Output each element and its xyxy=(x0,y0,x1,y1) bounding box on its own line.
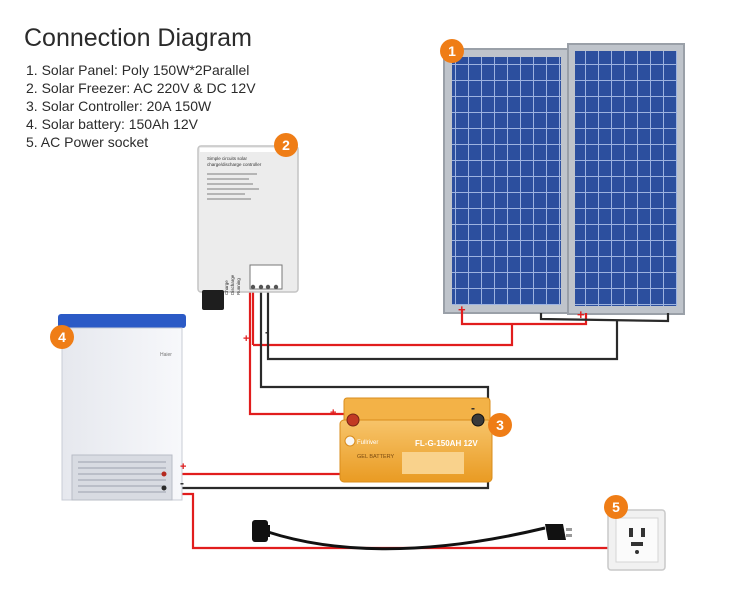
controller-spec-lines xyxy=(207,173,259,200)
controller-label-running: Running xyxy=(236,278,241,295)
panel-left-positive-label: + xyxy=(458,302,466,317)
controller-terminal xyxy=(273,284,279,290)
badge-socket: 5 xyxy=(604,495,628,519)
battery-spec-panel xyxy=(402,452,464,474)
panel-negative-wire xyxy=(539,313,670,323)
controller-heading-line1: Simple circuits solar xyxy=(207,156,248,161)
freezer-positive-terminal xyxy=(161,471,167,477)
freezer-brand: Haier xyxy=(160,352,172,358)
solar-freezer: Haier + - xyxy=(58,314,186,501)
mains-plug xyxy=(545,524,566,540)
controller-heading-line2: charge/discharge controller xyxy=(207,162,262,167)
socket-slot xyxy=(641,528,645,537)
panel-to-controller-positive-wire xyxy=(253,324,514,347)
battery-type: GEL BATTERY xyxy=(357,454,395,460)
socket-slot xyxy=(631,542,643,546)
freezer-lid xyxy=(58,314,186,328)
badge-controller: 2 xyxy=(274,133,298,157)
battery-positive-label: + xyxy=(330,407,336,419)
controller-cable-gland xyxy=(202,290,224,310)
legend-item-solar-controller: 3. Solar Controller: 20A 150W xyxy=(26,98,212,114)
freezer-vent-slots xyxy=(78,461,166,493)
controller-side-labels: Charge Discharge Running xyxy=(224,274,241,295)
diagram-title: Connection Diagram xyxy=(24,24,252,52)
ac-power-cable xyxy=(252,520,572,551)
badge-solar-panel: 1 xyxy=(440,39,464,63)
ac-cable xyxy=(267,526,546,551)
gel-battery: + - Fullriver FL-G-150AH 12V GEL BATTERY xyxy=(330,397,493,483)
freezer-negative-terminal xyxy=(161,485,167,491)
controller-to-battery-positive-wire xyxy=(248,290,352,416)
socket-face xyxy=(615,517,659,563)
panel-cells xyxy=(575,51,677,306)
panel-positive-wire xyxy=(460,310,588,326)
legend-item-solar-battery: 4. Solar battery: 150Ah 12V xyxy=(26,116,198,132)
solar-panel-left xyxy=(443,48,570,314)
badge-battery: 3 xyxy=(488,413,512,437)
battery-negative-label: - xyxy=(471,401,475,415)
component-legend: 1. Solar Panel: Poly 150W*2Parallel 2. S… xyxy=(26,61,256,151)
controller-terminal xyxy=(265,284,271,290)
battery-brand: Fullriver xyxy=(357,440,378,446)
mains-plug-pin xyxy=(566,528,572,531)
controller-label-charge: Charge xyxy=(224,280,229,295)
battery-positive-terminal xyxy=(346,413,360,427)
panel-cells xyxy=(452,57,561,305)
battery-brand-logo xyxy=(344,435,356,447)
battery-model: FL-G-150AH 12V xyxy=(415,439,478,448)
badge-freezer: 4 xyxy=(50,325,74,349)
freezer-positive-label: + xyxy=(180,461,186,473)
mains-plug-pin xyxy=(566,534,572,537)
controller-top-edge xyxy=(200,148,296,152)
controller-terminal xyxy=(258,284,264,290)
freezer-negative-label: - xyxy=(180,476,184,490)
panel-to-controller-negative-wire xyxy=(266,290,619,361)
controller-label-discharge: Discharge xyxy=(230,274,235,295)
iec-plug-neck xyxy=(262,525,270,537)
controller-positive-label: + xyxy=(243,333,249,345)
legend-item-solar-freezer: 2. Solar Freezer: AC 220V & DC 12V xyxy=(26,80,256,96)
legend-item-ac-socket: 5. AC Power socket xyxy=(26,134,149,150)
solar-panel-right xyxy=(567,43,685,315)
ac-power-socket xyxy=(607,509,666,571)
controller-terminal xyxy=(250,284,256,290)
battery-negative-terminal xyxy=(471,413,485,427)
socket-slot xyxy=(629,528,633,537)
socket-earth-hole xyxy=(635,550,639,554)
solar-panels: + + xyxy=(443,43,685,322)
panel-right-positive-label: + xyxy=(577,307,585,322)
solar-controller: Simple circuits solar charge/discharge c… xyxy=(197,145,299,345)
controller-body xyxy=(197,145,299,293)
legend-item-solar-panel: 1. Solar Panel: Poly 150W*2Parallel xyxy=(26,62,250,78)
battery-to-freezer-positive-wire xyxy=(170,414,354,476)
controller-negative-label: - xyxy=(265,325,269,339)
